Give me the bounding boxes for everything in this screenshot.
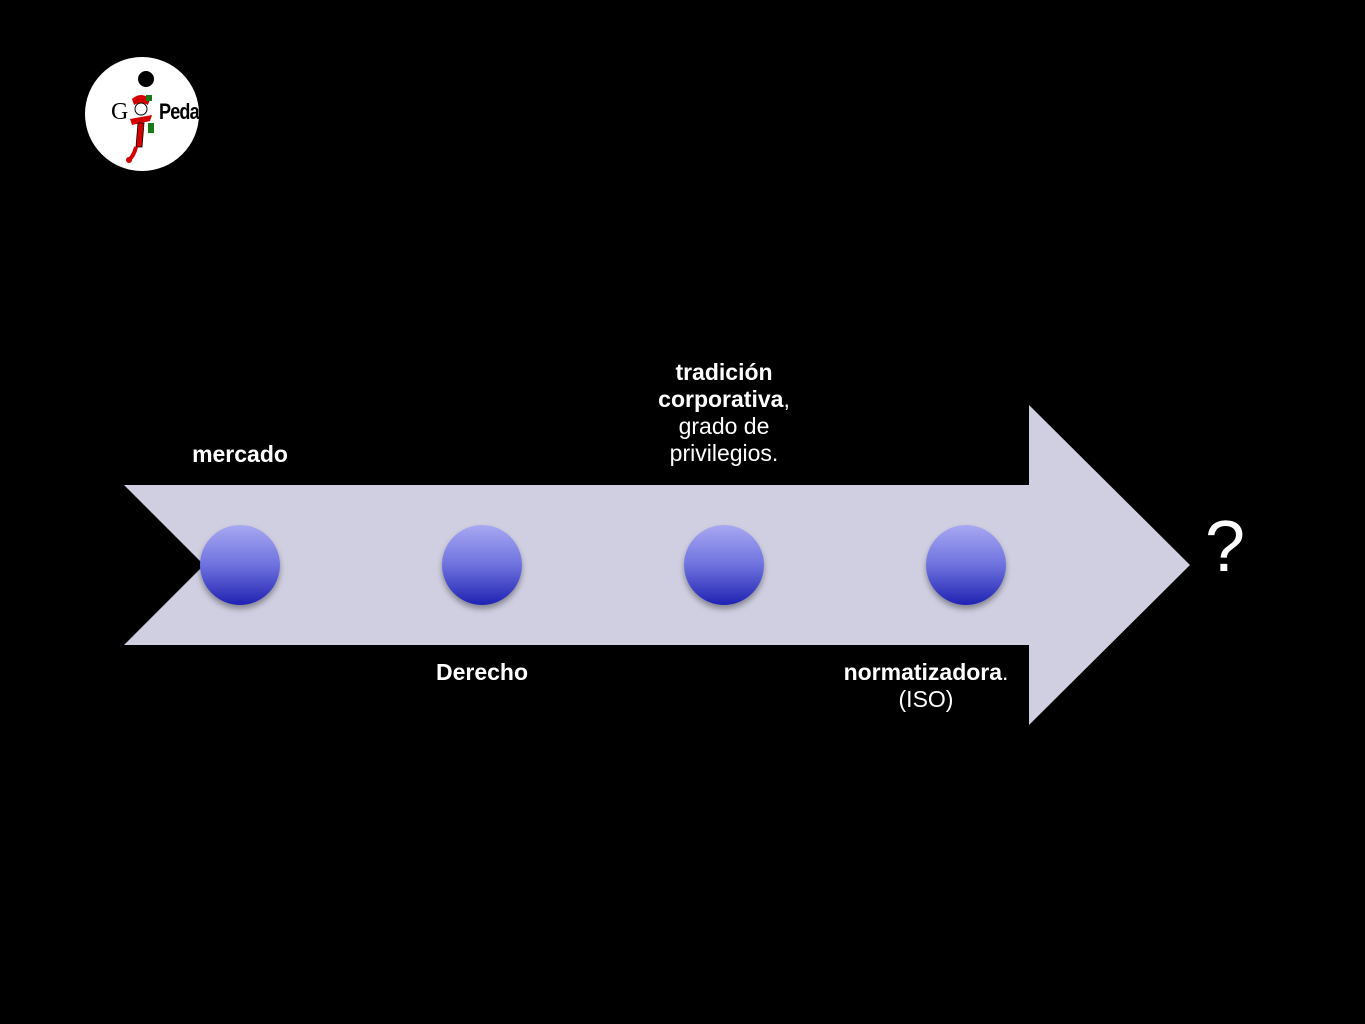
node-mercado — [200, 525, 280, 605]
node-derecho — [442, 525, 522, 605]
logo-word: Pedagogía — [159, 99, 244, 124]
end-question-mark: ? — [1204, 507, 1246, 587]
logo-g-pedagogia: G Pedagogía — [82, 55, 252, 175]
logo-letter: G — [111, 99, 129, 125]
logo-figure-icon — [126, 95, 154, 163]
label-normatizadora: normatizadora. (ISO) — [806, 659, 1046, 713]
label-mercado-text: mercado — [192, 441, 288, 467]
logo-dot — [138, 71, 154, 87]
label-normatizadora-line-2: (ISO) — [898, 686, 954, 712]
label-derecho-text: Derecho — [435, 659, 529, 685]
label-mercado: mercado — [140, 441, 340, 468]
arrow-body — [124, 405, 1190, 725]
label-derecho: Derecho — [382, 659, 582, 686]
label-tradicion-line-2: privilegios. — [669, 440, 779, 466]
node-tradicion — [684, 525, 764, 605]
label-normatizadora-bold: normatizadora — [843, 659, 1003, 685]
label-tradicion-line-1: grado de — [678, 413, 770, 439]
label-normatizadora-period: . — [1002, 659, 1009, 685]
label-tradicion-comma: , — [783, 386, 790, 412]
node-normatizadora — [926, 525, 1006, 605]
